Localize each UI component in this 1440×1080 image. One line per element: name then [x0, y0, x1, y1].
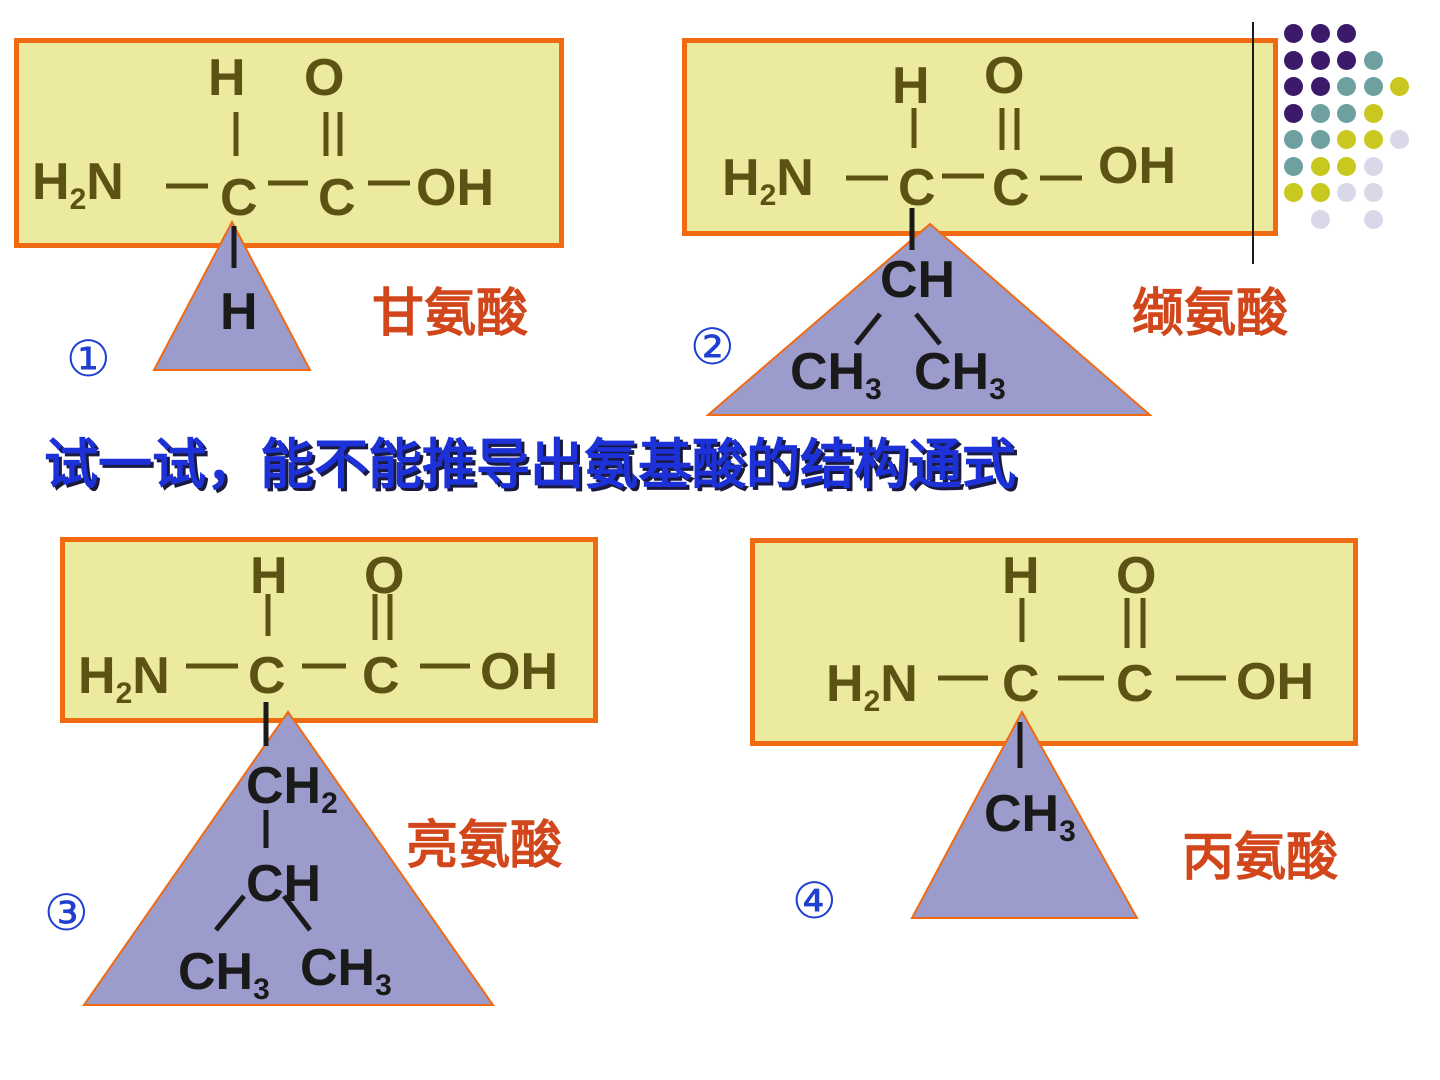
p4-amine: H2N: [826, 655, 918, 718]
p1-h-top: H: [208, 49, 246, 107]
p1-number: ①: [66, 330, 111, 388]
p3-side-chain-ch2: CH2: [246, 757, 338, 820]
p2-side-chain-ch3-left: CH3: [790, 343, 882, 406]
formula-box-3: [60, 537, 598, 723]
decorative-dot: [1363, 156, 1383, 176]
p3-side-chain-ch: CH: [246, 855, 322, 913]
p4-carboxyl-carbon: C: [1116, 655, 1154, 713]
p2-amino-acid-name: 缬氨酸: [1132, 284, 1289, 344]
decorative-dot: [1337, 24, 1356, 43]
p3-h-top: H: [250, 547, 288, 605]
p2-amine: H2N: [722, 149, 814, 212]
decorative-dot: [1337, 103, 1356, 123]
decorative-dot: [1310, 183, 1330, 202]
p1-carboxyl-carbon: C: [318, 169, 356, 227]
p3-alpha-carbon: C: [248, 647, 286, 705]
decorative-dot: [1363, 209, 1383, 229]
decorative-dot: [1284, 24, 1303, 43]
p1-amine: H2N: [32, 153, 124, 216]
instruction-heading: 试一试，能不能推导出氨基酸的结构通式: [44, 433, 1016, 496]
formula-box-2: [682, 38, 1278, 236]
decorative-dot: [1310, 130, 1330, 149]
decorative-dot: [1363, 77, 1383, 96]
p3-hydroxyl: OH: [480, 643, 558, 701]
decorative-dot: [1390, 77, 1409, 96]
p3-number: ③: [44, 884, 89, 942]
p2-number: ②: [690, 318, 735, 376]
decorative-dot: [1284, 156, 1303, 176]
decorative-dot: [1363, 103, 1383, 123]
formula-box-4: [750, 538, 1358, 746]
side-chain-triangle-4: [910, 709, 1139, 919]
p3-side-chain-ch3-right: CH3: [300, 939, 392, 1002]
p2-carboxyl-carbon: C: [992, 159, 1030, 217]
decorative-dot: [1337, 130, 1356, 149]
formula-box-1: [14, 38, 564, 248]
side-chain-triangle-3: [82, 710, 495, 1006]
p2-h-top: H: [892, 57, 930, 115]
p3-o-top: O: [364, 547, 405, 605]
decorative-dot: [1363, 183, 1383, 202]
decorative-dot: [1284, 77, 1303, 96]
p3-amino-acid-name: 亮氨酸: [406, 816, 563, 876]
p1-alpha-carbon: C: [220, 169, 258, 227]
p4-number: ④: [792, 872, 837, 930]
p4-amino-acid-name: 丙氨酸: [1182, 828, 1339, 888]
p4-alpha-carbon: C: [1002, 655, 1040, 713]
p3-side-chain-ch3-left: CH3: [178, 943, 270, 1006]
decorative-dot: [1363, 130, 1383, 149]
decorative-dot: [1310, 24, 1330, 43]
decorative-dot: [1337, 183, 1356, 202]
decorative-dot: [1337, 156, 1356, 176]
decorative-dot: [1310, 77, 1330, 96]
p1-amino-acid-name: 甘氨酸: [372, 284, 529, 344]
decorative-dot: [1284, 103, 1303, 123]
decorative-dot: [1310, 50, 1330, 70]
decorative-dot: [1337, 77, 1356, 96]
p1-hydroxyl: OH: [416, 159, 494, 217]
p4-h-top: H: [1002, 547, 1040, 605]
decorative-dot: [1284, 183, 1303, 202]
decorative-dot: [1310, 209, 1330, 229]
p1-side-chain-h: H: [220, 283, 258, 341]
p2-side-chain-ch: CH: [880, 251, 956, 309]
p2-side-chain-ch3-right: CH3: [914, 343, 1006, 406]
p2-hydroxyl: OH: [1098, 137, 1176, 195]
p4-o-top: O: [1116, 547, 1157, 605]
p4-side-chain-ch3: CH3: [984, 785, 1076, 848]
p3-carboxyl-carbon: C: [362, 647, 400, 705]
decorative-dot: [1310, 156, 1330, 176]
p1-o-top: O: [304, 49, 345, 107]
p2-alpha-carbon: C: [898, 159, 936, 217]
decorative-dot: [1363, 50, 1383, 70]
decorative-divider-line: [1252, 22, 1254, 264]
side-chain-triangle-1: [152, 219, 312, 371]
decorative-dot: [1310, 103, 1330, 123]
p2-o-top: O: [984, 47, 1025, 105]
p4-hydroxyl: OH: [1236, 653, 1314, 711]
decorative-dot: [1284, 130, 1303, 149]
decorative-dot: [1337, 50, 1356, 70]
side-chain-triangle-2: [705, 222, 1153, 416]
p3-amine: H2N: [78, 647, 170, 710]
decorative-dot: [1390, 130, 1409, 149]
decorative-dot: [1284, 50, 1303, 70]
